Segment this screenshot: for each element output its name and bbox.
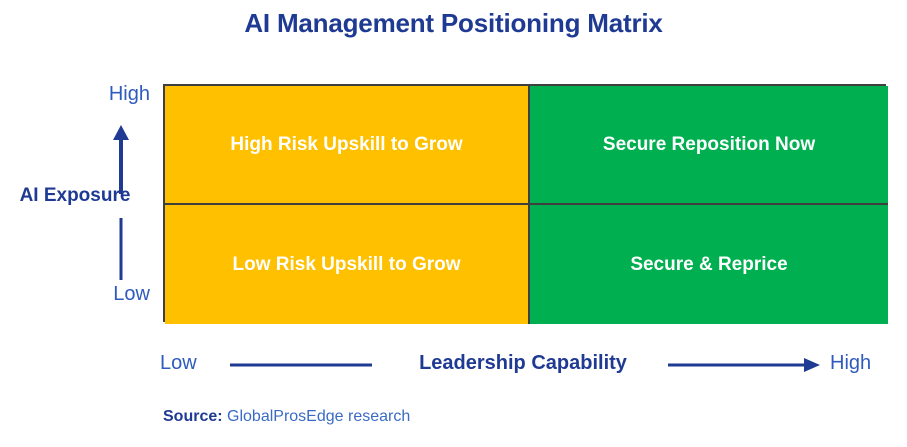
quadrant-bottom-right[interactable]: Secure & Reprice (530, 205, 888, 324)
y-axis-high-label: High (108, 83, 150, 105)
y-axis-low-label: Low (113, 283, 150, 305)
positioning-matrix: High Risk Upskill to Grow Secure Reposit… (163, 84, 888, 324)
y-axis-stem-line (104, 218, 138, 280)
y-axis-title: AI Exposure (19, 185, 131, 206)
source-note: Source: GlobalProsEdge research (163, 408, 410, 426)
source-text: GlobalProsEdge research (227, 408, 411, 425)
x-axis-title: Leadership Capability (419, 352, 627, 374)
x-axis-left-line (230, 358, 372, 372)
x-axis-high-label: High (830, 352, 872, 374)
quadrant-top-left[interactable]: High Risk Upskill to Grow (165, 86, 530, 205)
quadrant-top-right[interactable]: Secure Reposition Now (530, 86, 888, 205)
page-title: AI Management Positioning Matrix (244, 8, 663, 38)
source-label: Source: (163, 408, 223, 425)
arrow-right-icon (668, 356, 820, 374)
arrow-up-icon (104, 124, 138, 194)
x-axis-low-label: Low (160, 352, 197, 374)
quadrant-bottom-left[interactable]: Low Risk Upskill to Grow (165, 205, 530, 324)
